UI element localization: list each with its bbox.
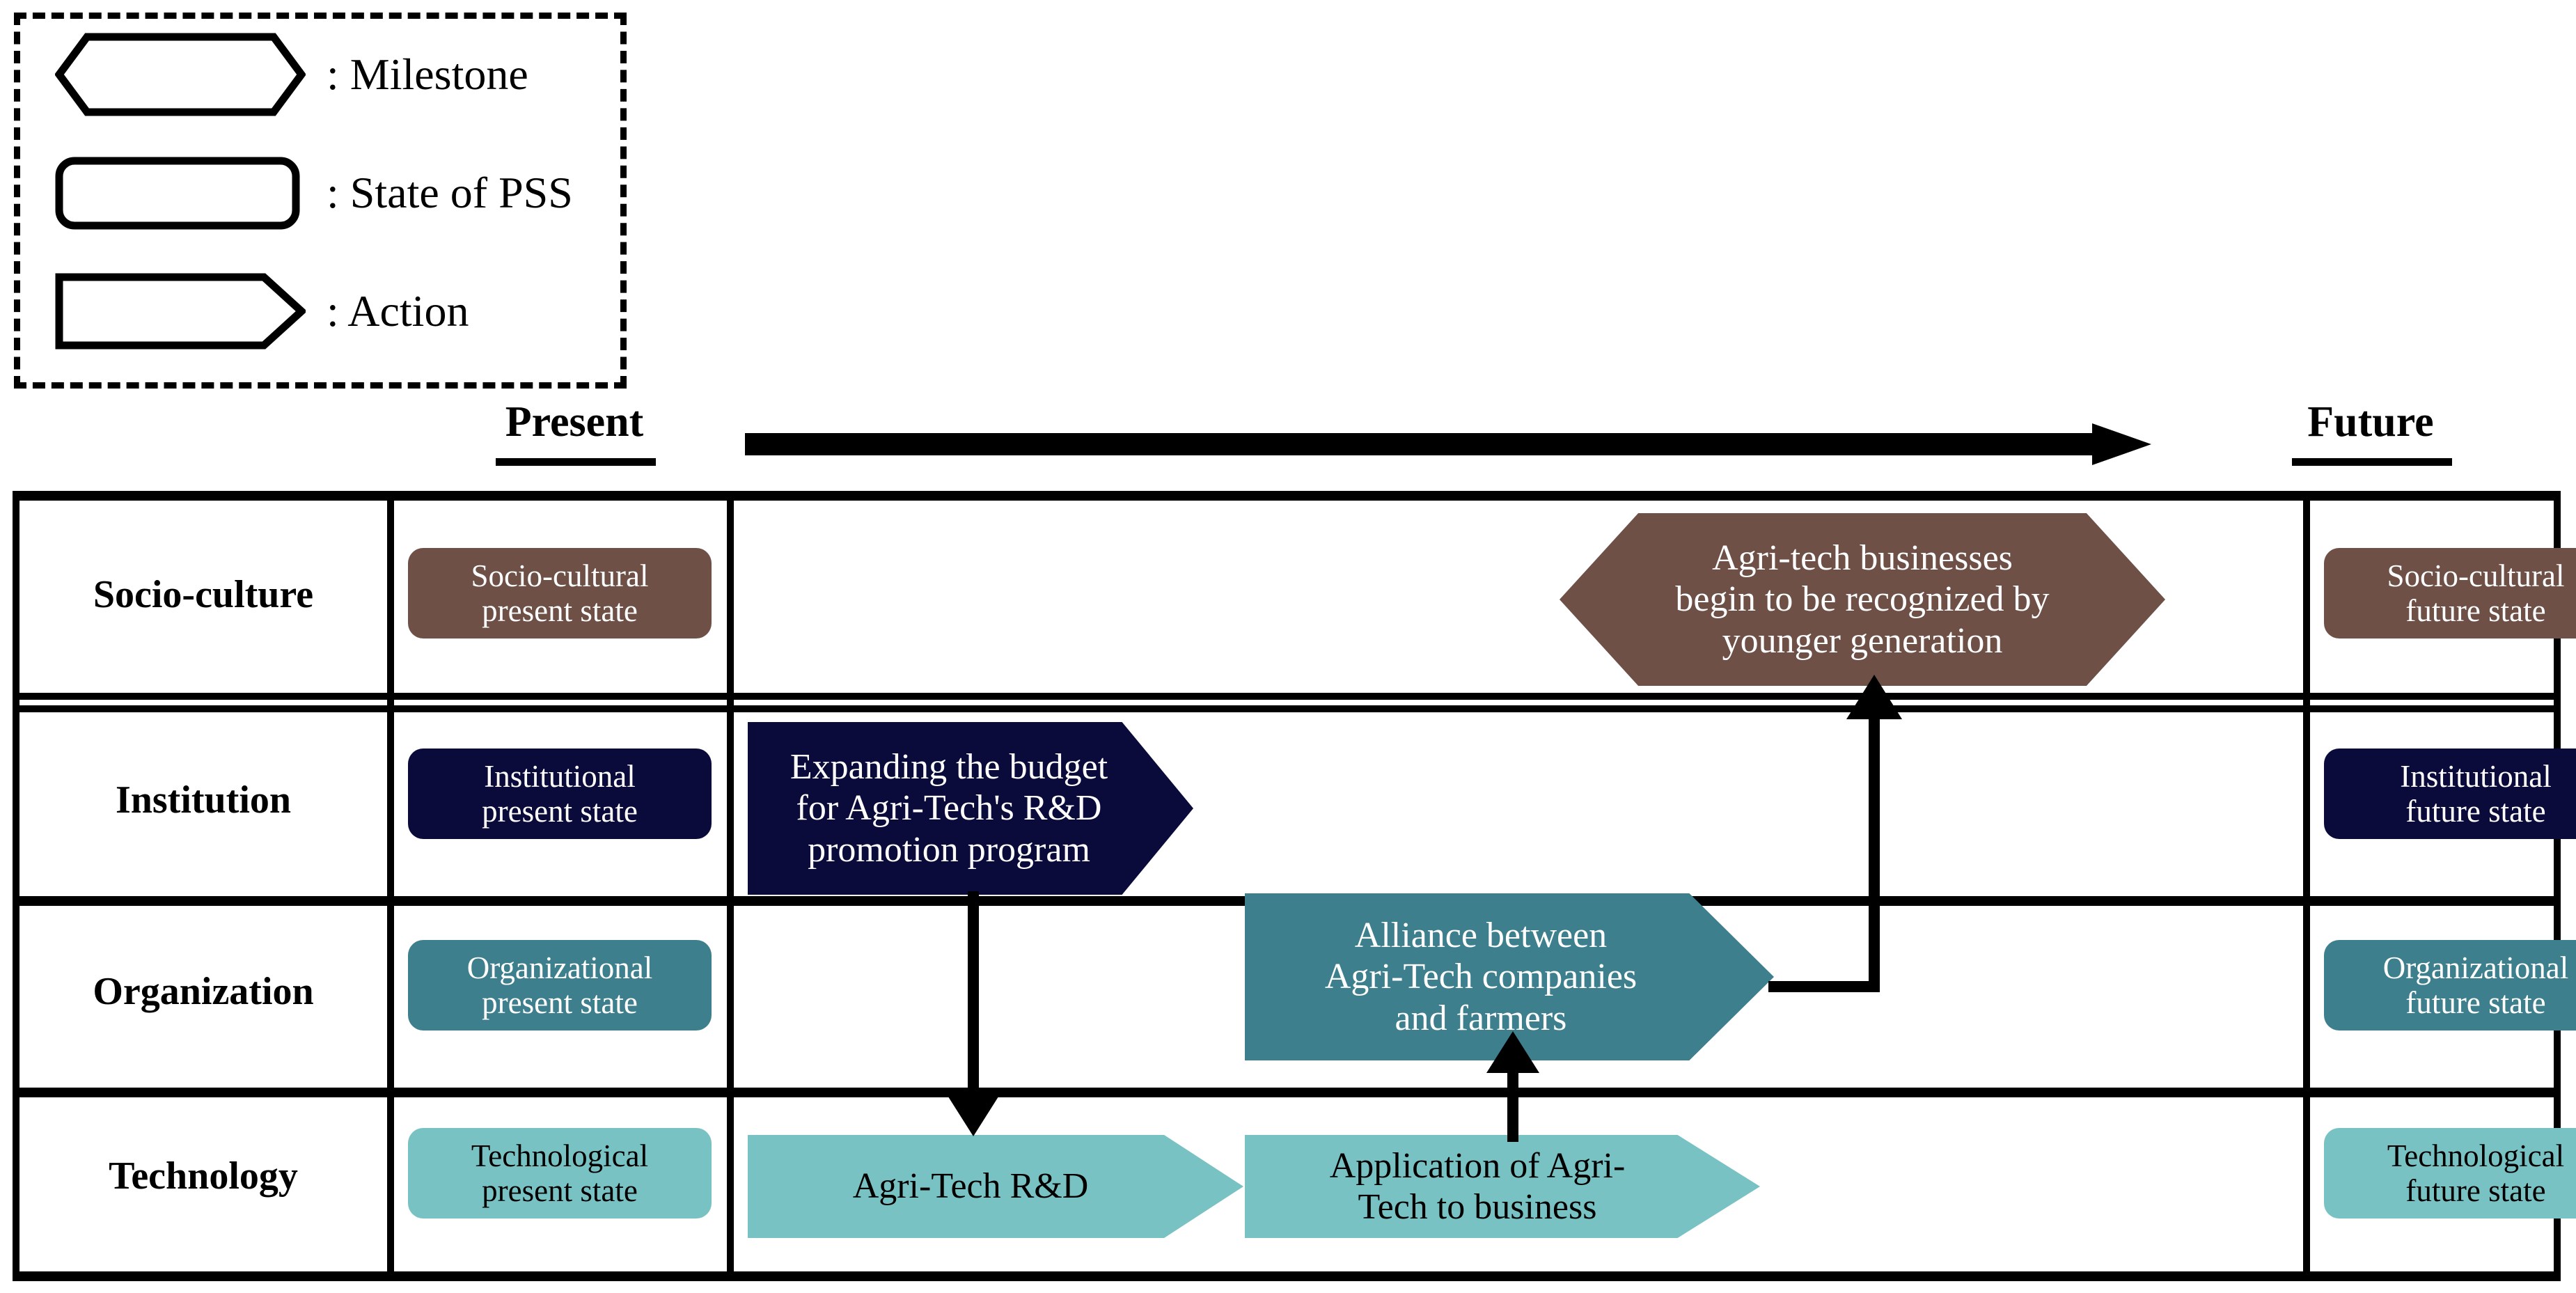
grid-divider-col-3 [2303,491,2310,1281]
future-underline [2292,458,2452,466]
legend-shape-state-wrap [41,157,320,230]
present-underline [496,458,656,466]
row-label-organization: Organization [93,970,314,1013]
legend-label-state: : State of PSS [327,168,573,217]
connector-budget-to-rnd [947,891,1000,1136]
action-agritech-rnd[interactable]: Agri-Tech R&D [748,1135,1243,1238]
legend-item-action: : Action [20,256,620,367]
connector-application-to-alliance [1486,1031,1539,1142]
action-application-business[interactable]: Application of Agri-Tech to business [1245,1135,1760,1238]
legend-label-action: : Action [327,286,469,336]
grid-divider-1b [13,705,2561,712]
row-label-socio-culture: Socio-culture [93,573,314,616]
legend-item-milestone: : Milestone [20,19,620,130]
legend-shape-action-wrap [41,273,320,350]
legend-label-milestone: : Milestone [327,49,528,99]
grid-divider-1a [13,693,2561,700]
grid-border-left [13,491,19,1281]
grid-border-right [2554,491,2561,1281]
hexagon-milestone-icon [55,33,306,116]
pentagon-action-icon [55,273,306,350]
timeline-header: Present Future [0,397,2576,491]
grid-divider-col-1 [387,491,394,1281]
legend-item-state: : State of PSS [20,137,620,249]
row-label-technology: Technology [109,1154,298,1198]
time-direction-arrow [745,423,2151,465]
row-label-institution: Institution [115,778,292,822]
connector-alliance-to-milestone [1768,675,1902,992]
legend-shape-milestone-wrap [41,33,320,116]
present-label: Present [505,398,644,446]
future-label: Future [2307,398,2434,446]
rounded-rect-state-icon [55,157,300,229]
grid-border-bottom [13,1271,2561,1281]
grid-divider-3 [13,1088,2561,1097]
roadmap-grid: Socio-culture Institution Organization T… [13,491,2576,1281]
grid-border-top [13,491,2561,501]
legend-panel: : Milestone : State of PSS : Action [14,13,627,389]
grid-divider-col-2 [727,491,734,1281]
